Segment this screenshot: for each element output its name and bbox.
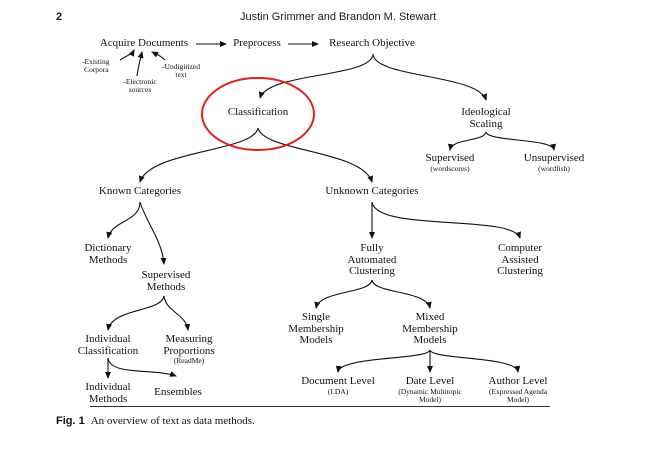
node-computer-assisted-clustering: Computer Assisted Clustering [497, 242, 543, 277]
edge-individual-ensembles [107, 357, 177, 377]
caption-text: An overview of text as data methods. [90, 415, 255, 427]
node-single-membership: Single Membership Models [288, 311, 344, 346]
source-undigitized: -Undigitized text [162, 62, 200, 79]
node-research-objective: Research Objective [329, 37, 415, 49]
node-document-level: Document Level (LDA) [301, 375, 375, 396]
node-dictionary-methods: Dictionary Methods [84, 242, 132, 266]
edge-ideological-supervised [448, 131, 487, 151]
edge-known-supervised [139, 201, 167, 265]
edge-existing-acquire [119, 49, 135, 61]
node-unsupervised-scaling: Unsupervised (wordfish) [523, 152, 585, 173]
node-ensembles: Ensembles [154, 386, 202, 398]
edge-classification-known [138, 127, 259, 183]
edge-fully-mixed [371, 279, 432, 309]
node-known-categories: Known Categories [98, 185, 182, 197]
node-classification: Classification [227, 106, 289, 118]
caption-label: Fig. 1 [56, 415, 85, 427]
node-individual-methods: Individual Methods [85, 381, 131, 405]
edge-research-ideological [372, 53, 488, 101]
node-unknown-categories: Unknown Categories [325, 185, 419, 197]
figure-caption: Fig. 1 An overview of text as data method… [56, 415, 255, 427]
edge-supervised-individual [106, 295, 165, 331]
node-preprocess: Preprocess [233, 37, 281, 49]
node-date-level: Date Level (Dynamic Multitopic Model) [398, 375, 462, 404]
node-acquire-documents: Acquire Documents [99, 37, 189, 49]
edge-research-classification [258, 53, 374, 99]
page-number: 2 [56, 11, 63, 23]
node-mixed-membership: Mixed Membership Models [402, 311, 458, 346]
classification-highlight [201, 77, 315, 151]
edge-classification-unknown [257, 127, 374, 183]
node-individual-classification: Individual Classification [77, 333, 139, 357]
edge-unknown-computer [371, 201, 521, 239]
edge-mixed-document [335, 349, 431, 373]
source-electronic: -Electronic sources [123, 77, 157, 94]
node-ideological-scaling: Ideological Scaling [461, 106, 511, 130]
running-header: Justin Grimmer and Brandon M. Stewart [240, 11, 437, 23]
edge-known-dictionary [106, 201, 141, 239]
source-existing-corpora: -Existing Corpora [82, 57, 110, 74]
node-fully-automated-clustering: Fully Automated Clustering [347, 242, 397, 277]
node-supervised-methods: Supervised Methods [141, 269, 191, 293]
edge-electronic-acquire [136, 51, 144, 77]
edge-supervised-measuring [163, 295, 191, 331]
figure-rule [90, 406, 550, 407]
edge-undigitized-acquire [151, 51, 166, 61]
edge-ideological-unsupervised [485, 131, 556, 151]
node-author-level: Author Level (Expressed Agenda Model) [488, 375, 548, 404]
node-measuring-proportions: Measuring Proportions (ReadMe) [163, 333, 215, 365]
edge-mixed-author [429, 349, 521, 373]
edge-fully-single [314, 279, 373, 309]
node-supervised-scaling: Supervised (wordscores) [425, 152, 475, 173]
